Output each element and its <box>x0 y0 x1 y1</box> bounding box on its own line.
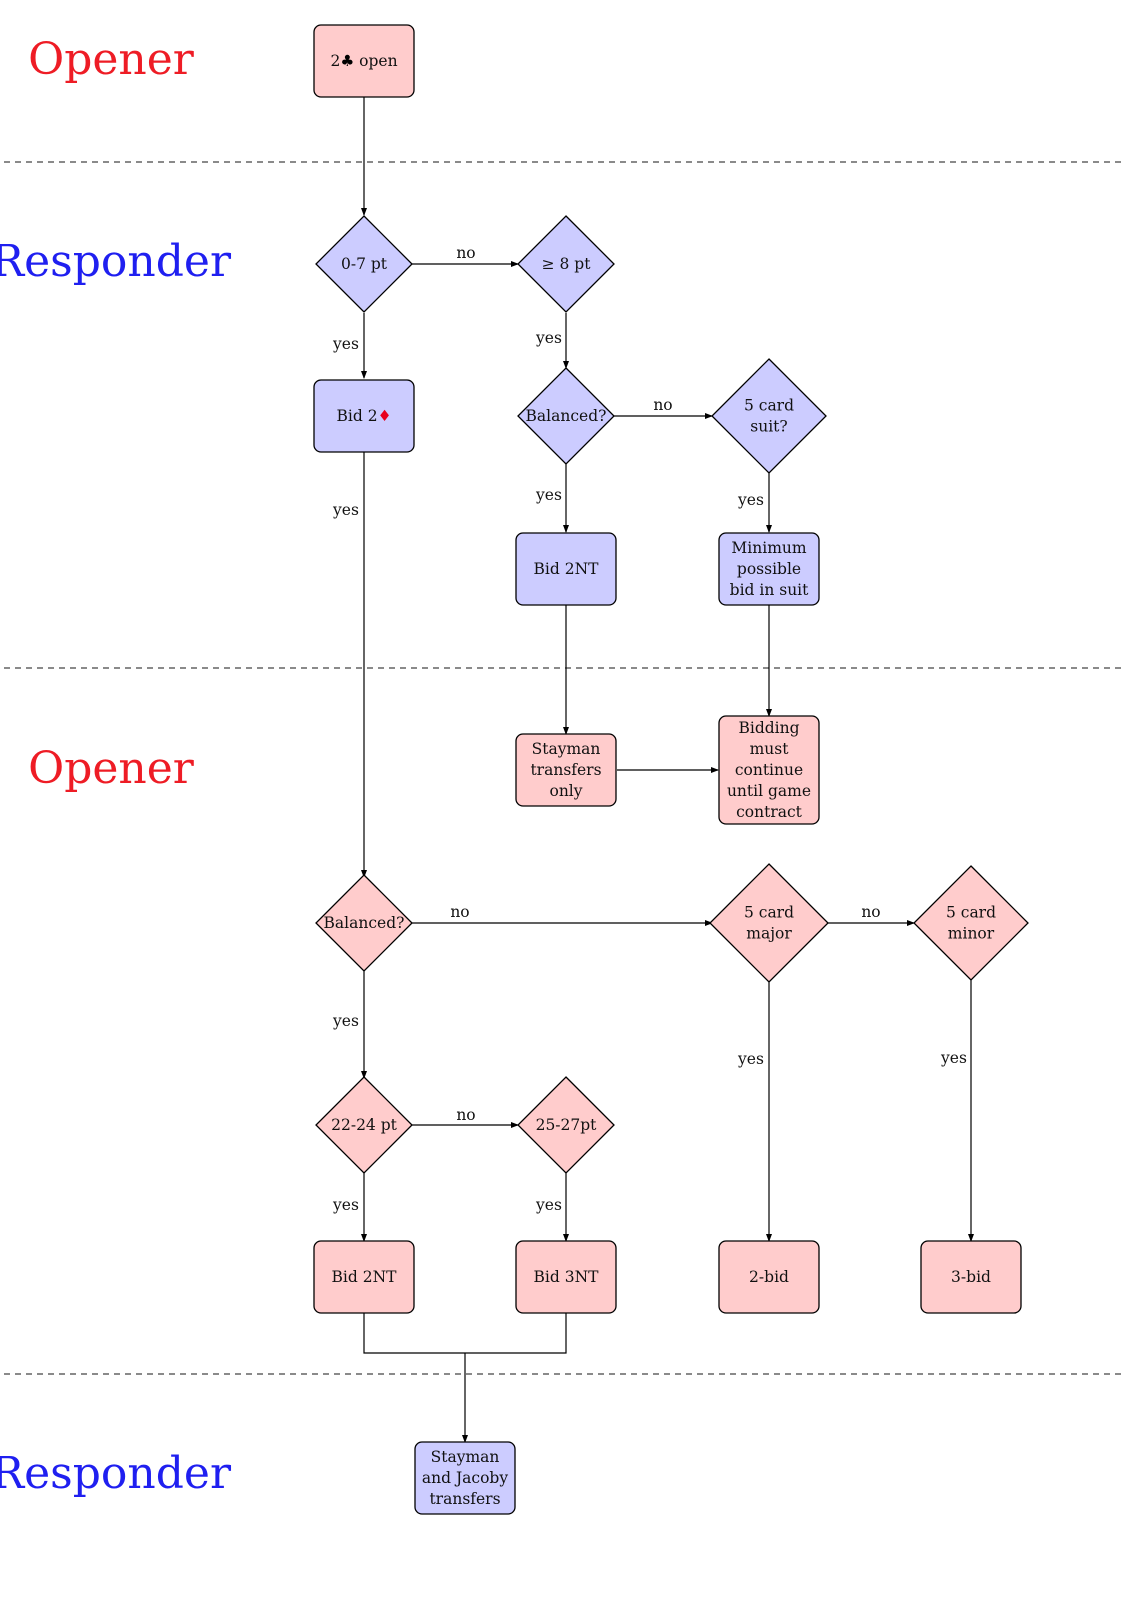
process-box <box>515 532 617 606</box>
node-label: 5 card <box>946 904 996 922</box>
edge-label-yes: yes <box>332 1012 359 1030</box>
node-label: transfers <box>429 1490 500 1508</box>
node-label: Balanced? <box>324 914 405 932</box>
edge-merge-to-stayman-jacoby <box>363 1313 567 1442</box>
process-box <box>313 1240 415 1314</box>
edge-label-yes: yes <box>737 1050 764 1068</box>
node-label: transfers <box>530 761 601 779</box>
node-bidding-must-continue: Bidding must continue until game contract <box>718 715 820 825</box>
decision-diamond <box>517 215 615 313</box>
lane-label-opener: Opener <box>28 743 195 794</box>
decision-5-card-minor: 5 card minor <box>913 865 1029 981</box>
decision-5-card-suit: 5 card suit? <box>711 358 827 474</box>
node-label: 2♣ open <box>330 52 397 70</box>
diamond-icon: ♦ <box>378 407 392 425</box>
edge-label-yes: yes <box>535 1196 562 1214</box>
edge-label-yes: yes <box>332 501 359 519</box>
node-bid-2d: Bid 2♦ <box>313 379 415 453</box>
process-box <box>515 733 617 807</box>
decision-5-card-major: 5 card major <box>709 863 829 983</box>
edge-label-yes: yes <box>737 491 764 509</box>
node-label: Bid 2NT <box>332 1268 398 1286</box>
node-label: Bid 2♦ <box>337 407 392 425</box>
node-label: until game <box>727 782 811 800</box>
lane-label-opener: Opener <box>28 34 195 85</box>
edge-label-yes: yes <box>535 329 562 347</box>
decision-diamond <box>517 1076 615 1174</box>
node-stayman-transfers-only: Stayman transfers only <box>515 733 617 807</box>
decision-diamond <box>315 215 413 313</box>
decision-opener-balanced: Balanced? <box>315 874 413 972</box>
process-box <box>718 715 820 825</box>
node-label: Bid 3NT <box>534 1268 600 1286</box>
process-box <box>718 1240 820 1314</box>
decision-diamond <box>315 1076 413 1174</box>
node-3-bid: 3-bid <box>920 1240 1022 1314</box>
edge-label-no: no <box>450 903 469 921</box>
lane-label-responder: Responder <box>0 1448 232 1499</box>
edge-label-yes: yes <box>332 1196 359 1214</box>
edge-label-no: no <box>456 1106 475 1124</box>
node-label: 3-bid <box>951 1268 991 1286</box>
edge-label-no: no <box>456 244 475 262</box>
node-label: continue <box>735 761 803 779</box>
decision-diamond <box>711 358 827 474</box>
node-2-bid: 2-bid <box>718 1240 820 1314</box>
node-label: 5 card <box>744 397 794 415</box>
process-box <box>414 1441 516 1515</box>
node-label: Stayman <box>431 1448 500 1466</box>
node-label: bid in suit <box>730 581 809 599</box>
decision-diamond <box>315 874 413 972</box>
decision-diamond <box>517 367 615 465</box>
process-box <box>313 24 415 98</box>
decision-diamond <box>709 863 829 983</box>
node-opener-bid-3nt: Bid 3NT <box>515 1240 617 1314</box>
node-2c-open: 2♣ open <box>313 24 415 98</box>
node-responder-bid-2nt: Bid 2NT <box>515 532 617 606</box>
node-stayman-jacoby-transfers: Stayman and Jacoby transfers <box>414 1441 516 1515</box>
node-label: 0-7 pt <box>341 255 388 273</box>
node-label: only <box>549 782 582 800</box>
node-label: must <box>750 740 790 758</box>
edge-label-no: no <box>653 396 672 414</box>
process-box <box>313 379 415 453</box>
decision-responder-balanced: Balanced? <box>517 367 615 465</box>
edge-label-yes: yes <box>940 1049 967 1067</box>
node-label: Stayman <box>532 740 601 758</box>
node-opener-bid-2nt: Bid 2NT <box>313 1240 415 1314</box>
node-minimum-possible-bid: Minimum possible bid in suit <box>718 532 820 606</box>
edge-label-yes: yes <box>332 335 359 353</box>
node-label: suit? <box>750 418 787 436</box>
decision-22-24-pt: 22-24 pt <box>315 1076 413 1174</box>
node-label: Bid 2NT <box>534 560 600 578</box>
node-label: Minimum <box>731 539 806 557</box>
decision-25-27-pt: 25-27pt <box>517 1076 615 1174</box>
process-box <box>515 1240 617 1314</box>
decision-ge-8-pt: ≥ 8 pt <box>517 215 615 313</box>
edge-label-yes: yes <box>535 486 562 504</box>
node-label: Bidding <box>738 719 799 737</box>
node-label: 25-27pt <box>536 1116 598 1134</box>
node-label: 5 card <box>744 904 794 922</box>
lane-label-responder: Responder <box>0 236 232 287</box>
node-label: 2-bid <box>749 1268 789 1286</box>
node-label: and Jacoby <box>422 1469 508 1487</box>
node-label: ≥ 8 pt <box>542 255 592 273</box>
process-box <box>718 532 820 606</box>
node-label: possible <box>737 560 801 578</box>
decision-diamond <box>913 865 1029 981</box>
process-box <box>920 1240 1022 1314</box>
node-label: contract <box>736 803 803 821</box>
node-label: minor <box>948 925 995 943</box>
decision-0-7-pt: 0-7 pt <box>315 215 413 313</box>
node-label: major <box>746 925 792 943</box>
node-label: Balanced? <box>526 407 607 425</box>
edge-label-no: no <box>861 903 880 921</box>
club-icon: ♣ <box>340 52 354 70</box>
node-label: 22-24 pt <box>331 1116 398 1134</box>
